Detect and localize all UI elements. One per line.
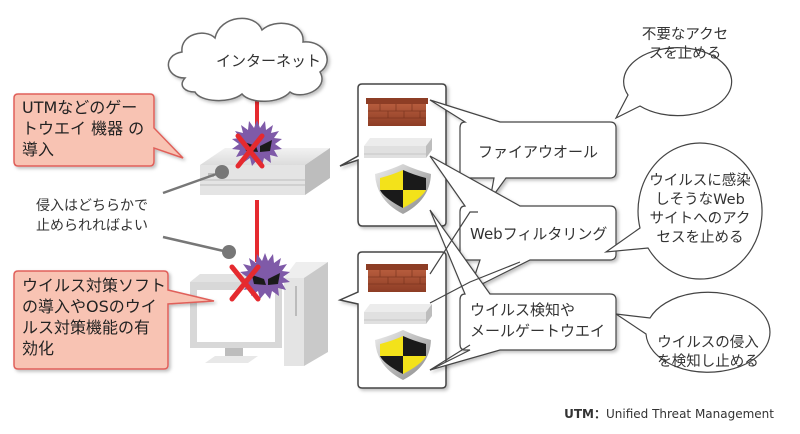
function-box-firewall xyxy=(429,99,617,201)
footnote-abbr: UTM xyxy=(564,407,594,421)
callout-line: 効化 xyxy=(22,339,55,358)
cloud-icon xyxy=(167,17,328,102)
callout-line: UTMなどのゲー xyxy=(22,98,138,117)
virus-icon xyxy=(240,253,290,299)
pointer-lines xyxy=(429,211,521,371)
description-line: 不要なアクセ xyxy=(641,27,729,43)
callout-line: の導入やOSのウイ xyxy=(22,297,157,316)
network-device-icon xyxy=(364,138,432,158)
firewall-brick-icon xyxy=(366,264,428,292)
function-label-web-filter: Webフィルタリング xyxy=(470,225,608,243)
blocked-x-icon xyxy=(229,264,261,302)
description-firewall: 不要なアクセ スを止める xyxy=(630,26,740,64)
cloud-label: インターネット xyxy=(216,52,322,70)
blocked-x-icon xyxy=(235,133,265,169)
description-ellipse-web-filter xyxy=(603,142,763,280)
footnote-separator: ： xyxy=(593,407,606,421)
description-ellipse-firewall xyxy=(614,47,733,120)
firewall-brick-icon xyxy=(366,98,428,126)
description-line: ウイルスの侵入 xyxy=(657,335,759,351)
description-virus-mail: ウイルスの侵入 を検知し止める xyxy=(648,334,768,372)
function-label-virus-mail: ウイルス検知や メールゲートウエイ xyxy=(470,300,605,342)
function-label-line: ウイルス検知や xyxy=(470,301,576,319)
network-device-icon xyxy=(364,304,432,324)
description-line: スを止める xyxy=(648,46,722,62)
description-line: を検知し止める xyxy=(657,354,759,370)
client-callout-shape xyxy=(13,270,215,370)
note-pointer xyxy=(162,165,236,259)
description-line: セスを止める xyxy=(656,230,744,246)
callout-line: ルス対策機能の有 xyxy=(22,318,151,337)
note-line: 止められればよい xyxy=(36,218,148,234)
description-web-filter: ウイルスに感染 しそうなWeb サイトへのアク セスを止める xyxy=(640,172,760,248)
security-shield-icon xyxy=(375,330,431,380)
function-box-virus-mail xyxy=(429,209,617,371)
description-line: サイトへのアク xyxy=(649,211,751,227)
client-callout: ウイルス対策ソフト の導入やOSのウイ ルス対策機能の有 効化 xyxy=(22,275,166,359)
callout-line: 導入 xyxy=(22,140,55,159)
intrusion-note: 侵入はどちらかで 止められればよい xyxy=(36,196,148,236)
description-line: しそうなWeb xyxy=(655,192,745,208)
gateway-callout-shape xyxy=(13,93,184,167)
footnote-full: Unified Threat Management xyxy=(605,407,774,421)
function-box-web-filter xyxy=(429,155,617,292)
footnote: UTM：Unified Threat Management xyxy=(564,405,774,422)
note-line: 侵入はどちらかで xyxy=(36,198,148,214)
function-label-line: メールゲートウエイ xyxy=(470,322,606,340)
gateway-callout: UTMなどのゲー トウエイ 機器 の 導入 xyxy=(22,97,144,160)
callout-line: ウイルス対策ソフト xyxy=(22,276,167,295)
description-line: ウイルスに感染 xyxy=(649,173,751,189)
function-label-firewall: ファイアウオール xyxy=(478,143,599,161)
callout-line: トウエイ 機器 の xyxy=(22,119,145,138)
description-ellipse-virus-mail xyxy=(615,291,771,373)
security-shield-icon xyxy=(375,164,431,214)
